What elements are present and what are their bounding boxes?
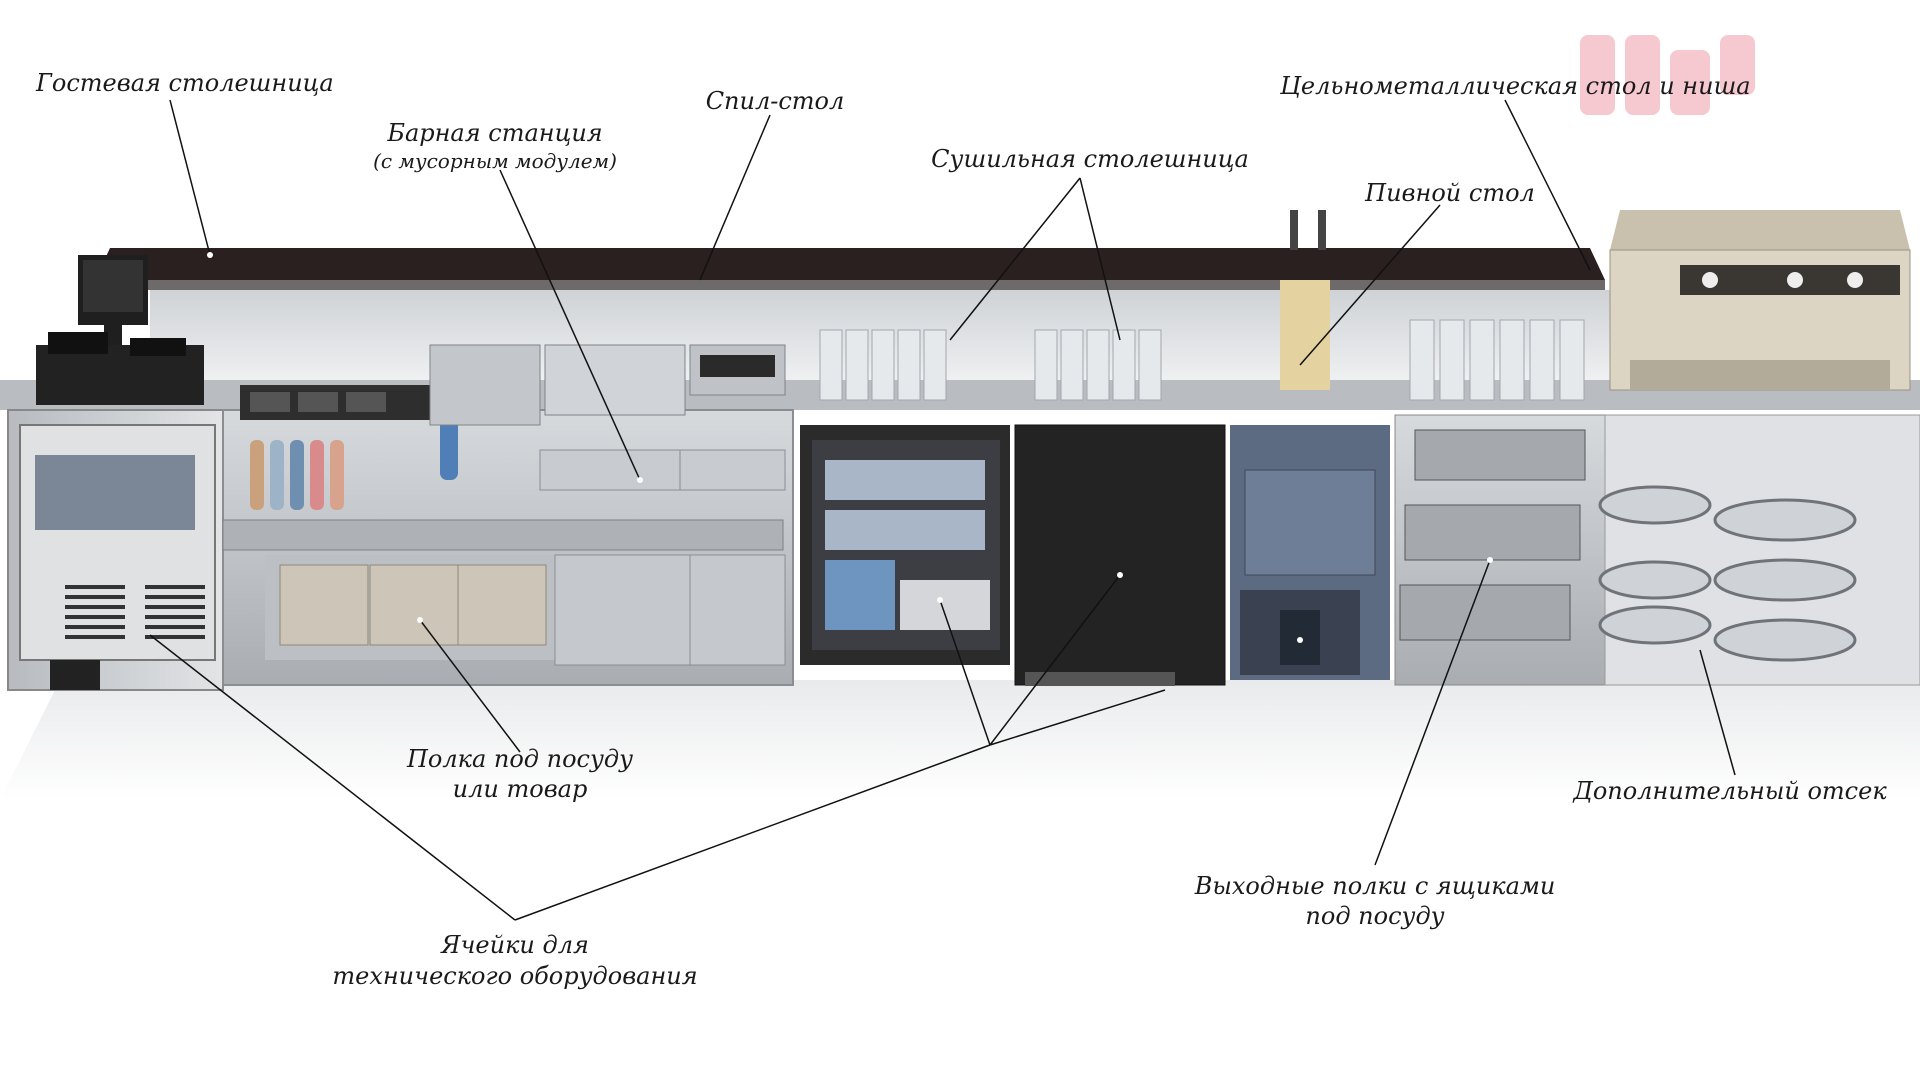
label-dish-shelf-line1: Полка под посуду	[406, 745, 634, 773]
beer-kegs	[1598, 485, 1857, 662]
leader-dots	[207, 252, 1493, 643]
label-beer-table: Пивной стол	[1365, 179, 1535, 207]
drying-glasses	[819, 319, 1585, 401]
speed-rail	[222, 519, 784, 551]
label-tech-cells-line1: Ячейки для	[441, 931, 589, 959]
dark-cabinet	[1014, 424, 1226, 686]
floor	[0, 680, 1920, 800]
brand-logo-icon	[1580, 35, 1755, 115]
label-bar-station-note: (с мусорным модулем)	[373, 149, 617, 173]
label-drying-counter: Сушильная столешница	[931, 145, 1249, 173]
ice-maker-panel	[35, 455, 195, 530]
beer-tap	[1280, 210, 1330, 390]
label-all-metal-table: Цельнометаллическая стол и ниша	[1280, 72, 1751, 100]
label-bar-station: Барная станция	[387, 119, 603, 147]
label-rack-shelves-line1: Выходные полки с ящиками	[1194, 872, 1556, 900]
label-tech-cells-line2: технического оборудования	[332, 962, 698, 990]
label-dish-shelf-line2: или товар	[452, 775, 588, 803]
espresso-machine	[1609, 210, 1911, 391]
label-extra-bay: Дополнительный отсек	[1573, 777, 1887, 805]
pos-terminal	[36, 255, 204, 405]
label-rack-shelves-line2: под посуду	[1305, 902, 1445, 930]
label-guest-counter: Гостевая столешница	[36, 69, 334, 97]
label-spill-table: Спил-стол	[705, 87, 845, 115]
storage-boxes	[279, 564, 547, 646]
bottles	[250, 385, 458, 510]
glass-racks	[1399, 429, 1586, 641]
ice-maker-grille	[65, 585, 205, 639]
leader-lines	[149, 99, 1736, 921]
guest-counter-top	[95, 248, 1605, 280]
